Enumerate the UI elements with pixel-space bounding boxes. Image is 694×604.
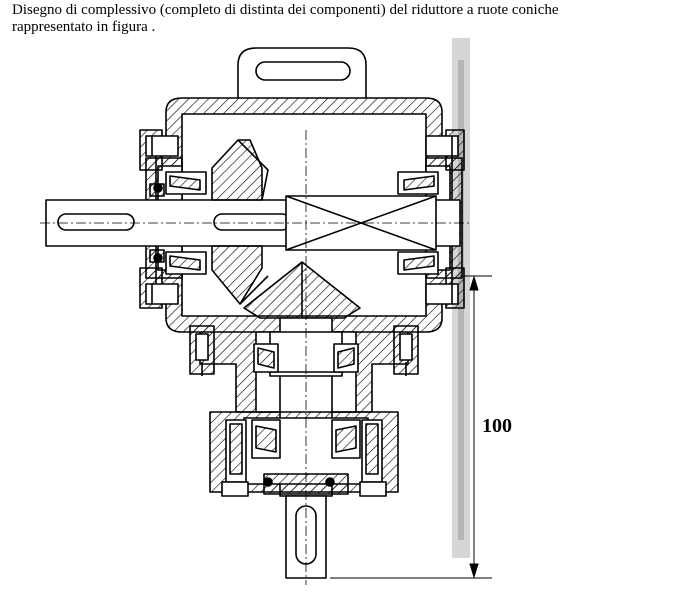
dimension-label: 100 [482,415,512,437]
caption: Disegno di complessivo (completo di dist… [12,2,686,36]
dimension-100 [330,275,492,579]
top-lug [237,47,367,98]
right-cover [425,129,465,309]
oil-seal-left [153,183,163,193]
oil-seal-left-2 [153,253,163,263]
left-cover [139,129,179,309]
upper-vertical-bearing [253,343,359,373]
bevel-gear-wheel [211,139,269,305]
bottom-cover [209,411,399,497]
caption-line-2: rappresentato in figura . [12,19,156,35]
caption-line-1: Disegno di complessivo (completo di dist… [12,2,559,18]
lower-vertical-bearing [251,419,361,487]
right-bearing [397,171,439,275]
bevel-pinion [243,261,361,319]
left-bearing [149,171,207,275]
